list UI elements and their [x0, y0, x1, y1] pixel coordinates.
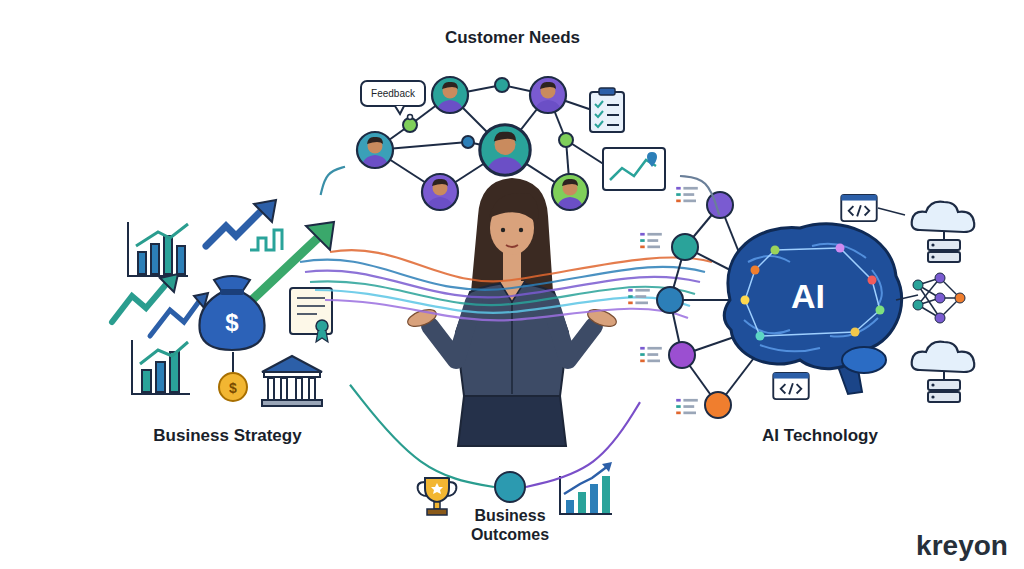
money-bag [199, 276, 264, 350]
feedback-bubble [361, 81, 425, 120]
outcome-node: Business Outcomes [460, 471, 560, 544]
connector-line [680, 176, 719, 215]
certificate [290, 288, 332, 342]
outcome-circle [494, 471, 526, 503]
ai-brain [724, 224, 902, 394]
connector-line [526, 402, 640, 487]
group-heading: AI Technology [640, 215, 1000, 455]
connector-line [321, 167, 345, 195]
brain-label: AI [791, 279, 825, 313]
map-chart-icon [603, 148, 665, 190]
trophy-icon [418, 478, 457, 515]
node-label: Business Strategy [153, 426, 301, 446]
tech-icons [773, 195, 974, 402]
data-flow-lines [300, 250, 712, 320]
node-label: Business Outcomes [460, 506, 560, 544]
bank-building [262, 356, 322, 406]
node-label: AI Technology [762, 426, 878, 446]
connector-line [350, 385, 494, 487]
clipboard-icon [590, 88, 624, 132]
group-heading: Customer Needs [345, 28, 680, 213]
watermark: kreyon [916, 532, 1008, 560]
speech-bubble-text: Feedback [371, 89, 415, 99]
node-label: Customer Needs [445, 28, 580, 48]
customer-avatars [357, 77, 588, 212]
currency-symbol: $ [225, 311, 238, 335]
coin [219, 352, 247, 401]
strategy-icons [112, 200, 334, 394]
currency-symbol: $ [229, 381, 237, 395]
growth-chart-icon [560, 462, 612, 514]
